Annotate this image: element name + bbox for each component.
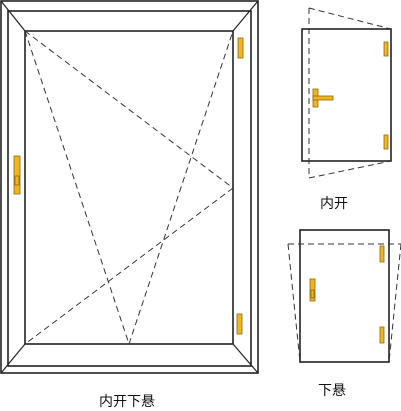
bottom-hung-handle-grip bbox=[310, 289, 315, 299]
inward-opening-swing-line bbox=[308, 7, 392, 30]
main-window-corner-line bbox=[232, 0, 259, 32]
main-window bbox=[0, 0, 259, 374]
inward-opening-line bbox=[24, 187, 234, 345]
bottom-hung-diagram bbox=[287, 229, 401, 363]
main-window-corner-line bbox=[232, 343, 259, 374]
main-window-opening-lines bbox=[24, 30, 234, 345]
main-window-corner-line bbox=[0, 343, 26, 374]
main-window-inner-frame bbox=[7, 10, 252, 367]
main-window-caption: 内开下悬 bbox=[99, 394, 155, 410]
bottom-hung-tilt-line bbox=[287, 243, 301, 363]
bottom-hung-line bbox=[24, 30, 130, 345]
inward-opening-swing-line bbox=[308, 160, 392, 179]
main-window-handle-grip bbox=[14, 175, 20, 186]
bottom-hung-tilt-line bbox=[388, 243, 401, 363]
inward-opening-caption: 内开 bbox=[320, 196, 348, 212]
main-window-corner-line bbox=[0, 0, 26, 32]
main-window-handle bbox=[13, 155, 21, 195]
inward-opening-hinge bbox=[383, 41, 389, 57]
main-window-outer-frame bbox=[0, 0, 259, 374]
inward-opening-frame bbox=[301, 28, 392, 162]
bottom-hung-hinge bbox=[379, 245, 385, 263]
inward-opening-line bbox=[24, 30, 234, 189]
inward-opening-handle-lever bbox=[312, 95, 334, 101]
bottom-hung-caption: 下悬 bbox=[318, 383, 346, 399]
inward-opening-hinge bbox=[383, 134, 389, 150]
main-window-hinge bbox=[236, 313, 243, 335]
bottom-hung-line bbox=[128, 30, 234, 345]
bottom-hung-frame bbox=[299, 229, 390, 363]
bottom-hung-hinge bbox=[379, 326, 385, 344]
main-window-sash bbox=[24, 30, 234, 345]
main-window-hardware bbox=[13, 37, 244, 335]
main-window-hinge bbox=[237, 37, 244, 59]
inward-opening-diagram bbox=[301, 7, 392, 179]
